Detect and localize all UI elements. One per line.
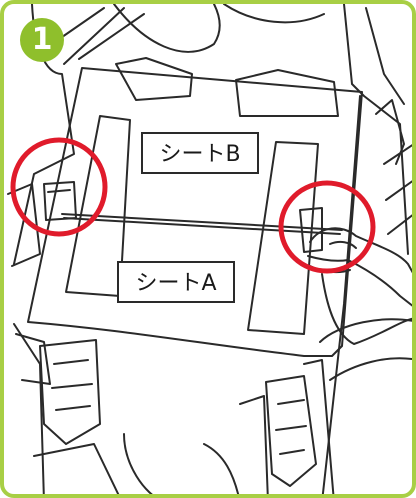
step-number-badge: 1	[20, 18, 64, 62]
highlight-circle-left	[10, 137, 108, 237]
seat-b-label: シートB	[141, 132, 259, 174]
stroller-seat-illustration	[7, 4, 412, 494]
highlight-circle-right	[278, 180, 376, 274]
seat-a-label: シートA	[117, 261, 235, 303]
